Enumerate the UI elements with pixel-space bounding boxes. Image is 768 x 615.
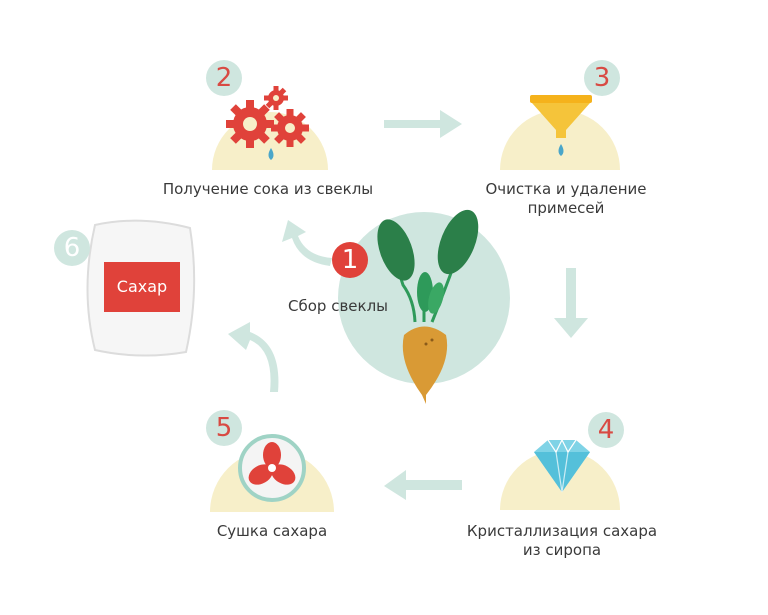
step-5-badge: 5 (206, 410, 242, 446)
arrow-2-to-3 (384, 110, 462, 138)
step-3-badge: 3 (584, 60, 620, 96)
funnel-icon (530, 95, 592, 156)
arrow-5-to-6 (228, 322, 279, 392)
step-3-label-line1: Очистка и удаление (485, 180, 647, 198)
diamond-icon (534, 438, 590, 493)
step-2-badge: 2 (206, 60, 242, 96)
step-3-label: Очистка и удаление примесей (458, 180, 674, 218)
fan-icon (238, 434, 306, 502)
arrow-3-to-4 (554, 268, 588, 338)
step-3-label-line2: примесей (527, 199, 605, 217)
step-1-label: Сбор свеклы (288, 297, 388, 315)
step-1-badge: 1 (332, 242, 368, 278)
step-4-label: Кристаллизация сахара из сиропа (452, 522, 672, 560)
step-4-label-line2: из сиропа (522, 541, 602, 559)
step-4-badge: 4 (588, 412, 624, 448)
step-6-badge: 6 (54, 230, 90, 266)
step-3-icon-bg (500, 110, 620, 170)
step-2-label: Получение сока из свеклы (162, 180, 374, 198)
arrow-4-to-5 (384, 470, 462, 500)
gears-icon (226, 86, 309, 160)
sugar-beet-icon (377, 209, 479, 404)
step-5-label: Сушка сахара (216, 522, 328, 540)
sugar-bag-label: Сахар (116, 277, 168, 296)
arrow-1-to-2 (282, 220, 332, 266)
flow-arrows (228, 110, 588, 500)
step-4-label-line1: Кристаллизация сахара (466, 522, 658, 540)
sugar-bag-icon (86, 219, 196, 357)
